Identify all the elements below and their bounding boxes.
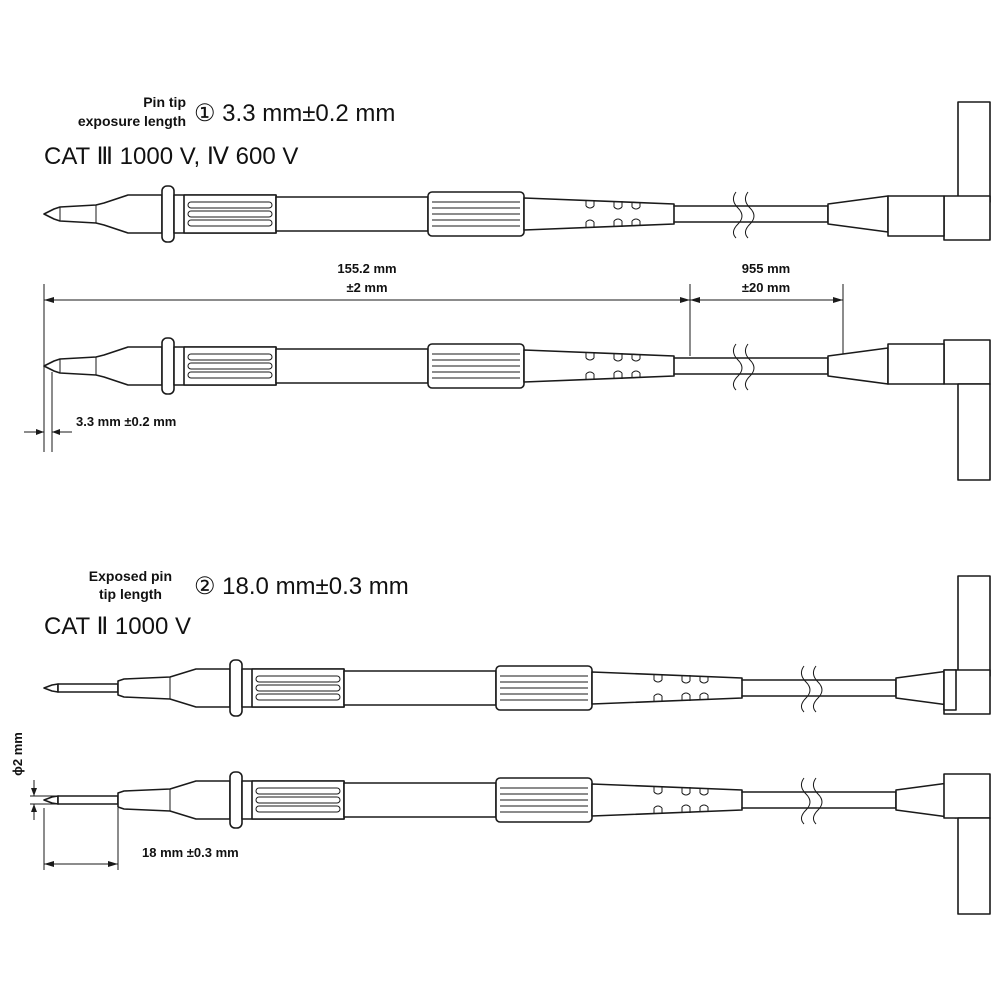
- tip-length-1: 3.3 mm ±0.2 mm: [76, 414, 176, 429]
- probe-long-tip-plug-up: [43, 575, 991, 717]
- section1-spec: ① 3.3 mm±0.2 mm: [194, 100, 395, 127]
- section1-rating: CAT Ⅲ 1000 V, Ⅳ 600 V: [44, 143, 298, 170]
- probe-short-tip-plug-up: [43, 101, 991, 243]
- probe-short-tip-plug-down: [43, 337, 991, 481]
- probe-length-line1: 155.2 mm: [337, 261, 396, 276]
- probe-length-line2: ±2 mm: [346, 280, 387, 295]
- section1-label-line2: exposure length: [78, 113, 186, 129]
- section1-label-line1: Pin tip: [143, 94, 186, 110]
- section2-label-line2: tip length: [99, 586, 162, 602]
- section2-rating: CAT Ⅱ 1000 V: [44, 613, 191, 640]
- diameter-dimension: [30, 780, 70, 820]
- cable-length-line1: 955 mm: [742, 261, 790, 276]
- section2-label-line1: Exposed pin: [89, 568, 172, 584]
- section2-spec: ② 18.0 mm±0.3 mm: [194, 573, 409, 600]
- tip-dimension-1: [24, 372, 72, 452]
- cable-length-line2: ±20 mm: [742, 280, 790, 295]
- probe-long-tip-plug-down: [43, 771, 991, 915]
- dimension-lines-1: [43, 284, 844, 452]
- diameter-label: ϕ2 mm: [10, 732, 25, 776]
- tip-dimension-2: [43, 808, 119, 870]
- tip-length-2: 18 mm ±0.3 mm: [142, 845, 239, 860]
